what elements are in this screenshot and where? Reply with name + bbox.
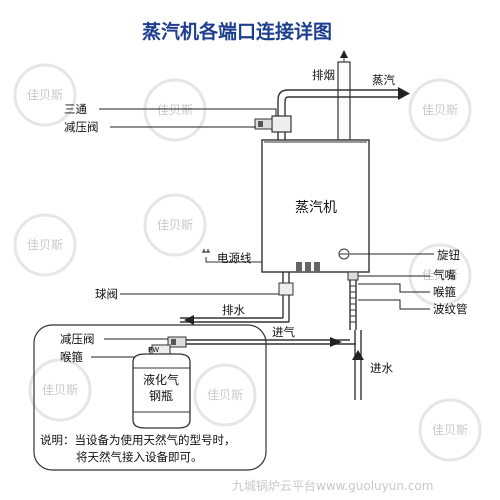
svg-text:佳贝斯: 佳贝斯 [422,103,458,117]
exhaust-label: 排烟 [312,68,335,82]
lpg-enclosure [33,324,267,471]
ball-valve-label: 球阀 [95,287,118,301]
water-inlet-pipe [352,330,364,400]
watermark-seal: 佳贝斯 [418,398,482,462]
control-knob [338,248,350,260]
watermark-seal: 佳贝斯 [28,358,92,422]
steam-pipe [277,87,410,140]
diagram-title: 蒸汽机各端口连接详图 [142,20,332,43]
steam-generator-unit [261,139,370,273]
svg-text:佳贝斯: 佳贝斯 [42,383,78,397]
hose-clamp-left-label: 喉箍 [60,350,83,364]
gas-nozzle [347,271,359,281]
watermark-seal: 佳贝斯 [13,63,77,127]
watermark-seal: 佳贝斯 [408,243,472,307]
exhaust-flue [337,50,351,141]
pressure-valve-top-label: 减压阀 [64,120,99,134]
note-line1: 说明：当设备为使用天然气的型号时， [40,433,236,447]
steam-label: 蒸汽 [372,73,395,87]
knob-label: 旋钮 [437,248,460,262]
watermark-seal: 佳贝斯 [193,363,257,427]
unit-label: 蒸汽机 [295,200,337,216]
lpg-tank [132,344,191,429]
tank-label-line1: 液化气 [143,372,179,387]
hose-clamp-right-label: 喉箍 [433,285,456,299]
pressure-valve-bottom-label: 减压阀 [60,332,95,346]
note-line2: 将天然气接入设备即可。 [76,450,203,464]
drain-label: 排水 [222,303,245,317]
tank-label-line2: 钢瓶 [149,389,173,403]
svg-text:佳贝斯: 佳贝斯 [157,103,193,117]
pressure-relief-valve-top [254,118,273,130]
watermark-seal: 佳贝斯 [143,78,207,142]
footer-watermark: 九城锅炉云平台www.guoluyun.com [232,478,433,493]
corrugated-pipe [349,280,357,330]
power-cord [202,249,262,263]
corrugated-pipe-label: 波纹管 [433,302,468,316]
tee-fitting [271,115,292,133]
pressure-valve-bottom [167,336,187,348]
watermark-seal: 佳贝斯 [13,213,77,277]
gas-nozzle-label: 气嘴 [433,268,456,282]
power-cord-label: 电源线 [217,251,252,265]
gas-in-label: 进气 [272,325,295,339]
svg-text:佳贝斯: 佳贝斯 [27,238,63,252]
tee-label: 三通 [64,102,87,116]
tank-cap-label: PW [148,346,159,354]
water-in-label: 进水 [370,361,393,375]
gas-inlet-line [178,337,356,347]
watermark-seal: 佳贝斯 [143,193,207,257]
watermark-seal: 佳贝斯 [408,78,472,142]
svg-text:佳贝斯: 佳贝斯 [432,423,468,437]
svg-text:佳贝斯: 佳贝斯 [422,268,458,282]
svg-text:佳贝斯: 佳贝斯 [157,218,193,232]
watermark-layer: 佳贝斯 佳贝斯 佳贝斯 佳贝斯 佳贝斯 佳贝斯 佳贝斯 佳贝斯 [13,63,482,462]
svg-text:佳贝斯: 佳贝斯 [27,88,63,102]
drain-pipe [180,272,294,325]
svg-text:佳贝斯: 佳贝斯 [207,388,243,402]
